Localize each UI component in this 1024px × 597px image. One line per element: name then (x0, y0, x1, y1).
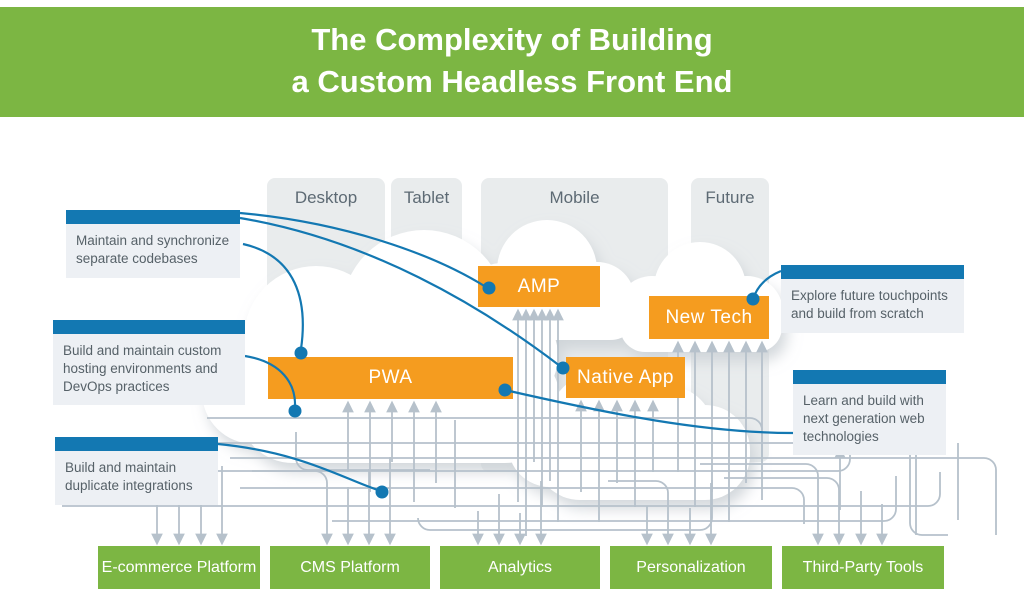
platform-cms-label: CMS Platform (300, 558, 400, 576)
callout-future-touchpoints-text: Explore future touchpoints and build fro… (791, 288, 948, 321)
arrow-group-third-party (700, 463, 888, 546)
channel-box-pwa: PWA (268, 357, 513, 399)
arrow-group-personalization (608, 480, 717, 546)
callout-duplicate-integrations: Build and maintain duplicate integration… (55, 437, 218, 505)
platform-cms: CMS Platform (270, 546, 430, 589)
column-desktop-label: Desktop (294, 188, 358, 207)
callout-hosting-devops-bar (53, 320, 245, 334)
channel-box-new-tech: New Tech (649, 296, 769, 339)
column-future-label: Future (705, 188, 755, 207)
callout-duplicate-integrations-text: Build and maintain duplicate integration… (65, 460, 193, 493)
platform-analytics-label: Analytics (487, 558, 553, 576)
platform-ecommerce: E-commerce Platform (98, 546, 260, 589)
callout-next-generation: Learn and build with next generation web… (793, 370, 946, 456)
callout-maintain-codebases: Maintain and synchronize separate codeba… (66, 210, 240, 278)
platform-third-party: Third-Party Tools (782, 546, 944, 589)
callout-maintain-codebases-bar (66, 210, 240, 224)
column-mobile-label: Mobile (549, 188, 600, 207)
callout-next-generation-text: Learn and build with next generation web… (803, 393, 925, 444)
column-tablet-label: Tablet (403, 188, 450, 207)
platform-personalization-label: Personalization (636, 558, 746, 576)
callout-hosting-devops-text: Build and maintain custom hosting enviro… (63, 343, 222, 394)
channel-amp-label: AMP (517, 275, 561, 297)
callout-future-touchpoints-bar (781, 265, 964, 279)
callout-next-generation-bar (793, 370, 946, 384)
channel-native-app-label: Native App (577, 366, 674, 388)
channel-pwa-label: PWA (368, 367, 413, 388)
callout-hosting-devops: Build and maintain custom hosting enviro… (53, 320, 245, 406)
channel-box-amp: AMP (478, 266, 600, 307)
platform-ecommerce-label: E-commerce Platform (101, 558, 257, 576)
channel-box-native-app: Native App (566, 357, 685, 398)
platform-analytics: Analytics (440, 546, 600, 589)
platform-third-party-label: Third-Party Tools (802, 558, 924, 576)
page-title-line-1: The Complexity of Building (311, 22, 713, 57)
callout-maintain-codebases-text: Maintain and synchronize separate codeba… (76, 233, 230, 266)
page-title: The Complexity of Building a Custom Head… (0, 7, 1024, 103)
channel-new-tech-label: New Tech (665, 306, 753, 328)
arrow-group-analytics (472, 481, 547, 546)
platform-personalization: Personalization (610, 546, 772, 589)
callout-future-touchpoints: Explore future touchpoints and build fro… (781, 265, 964, 333)
page-title-line-2: a Custom Headless Front End (291, 64, 733, 99)
header-banner: The Complexity of Building a Custom Head… (0, 7, 1024, 117)
callout-duplicate-integrations-bar (55, 437, 218, 451)
